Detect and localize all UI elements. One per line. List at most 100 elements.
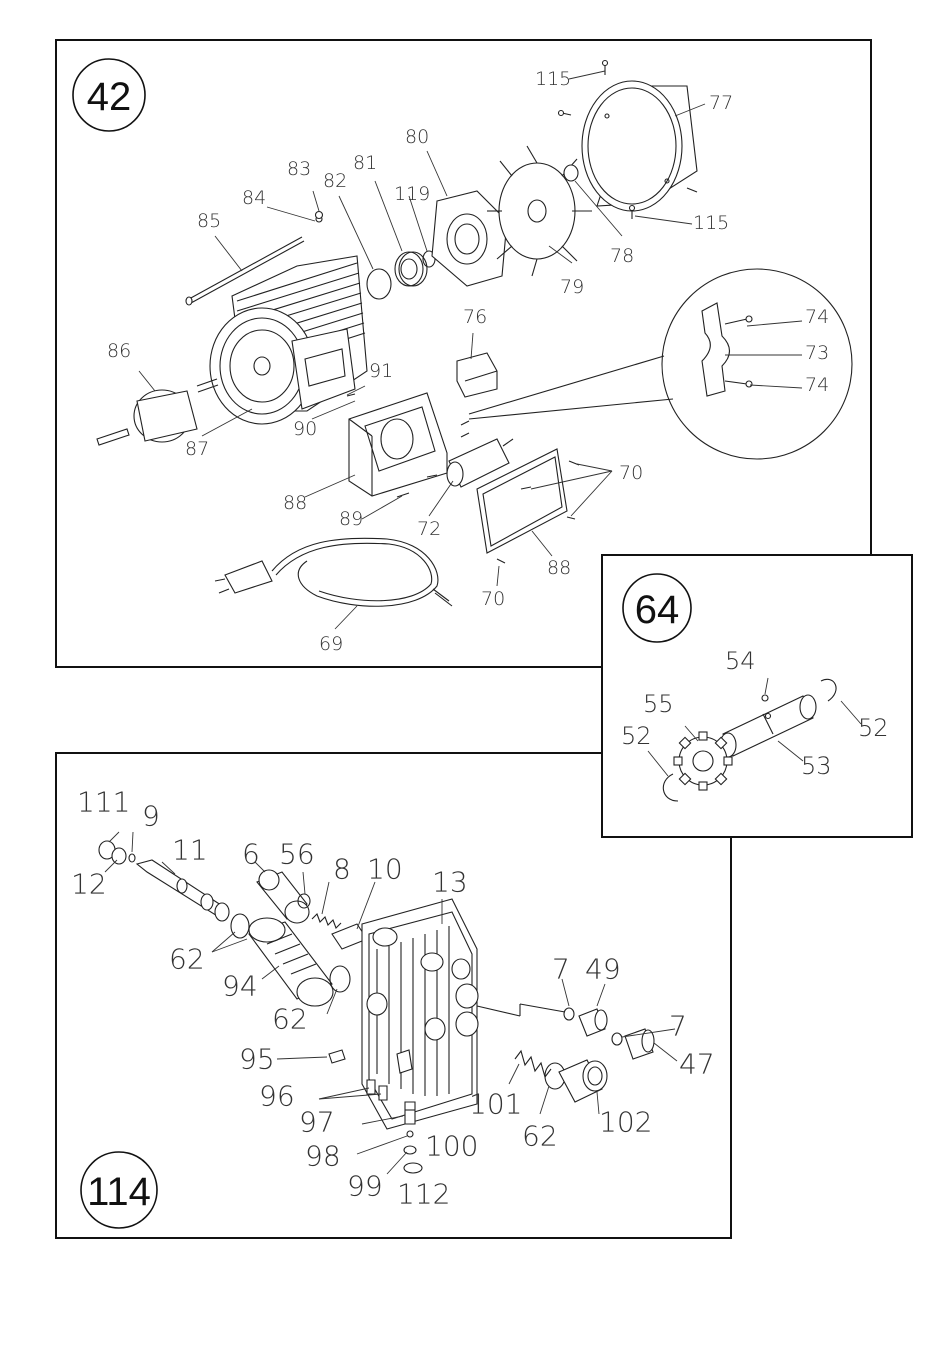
- label: 62: [169, 943, 205, 976]
- part-o-ring-62b: [330, 966, 350, 992]
- part-power-cord: [215, 538, 452, 606]
- label: 115: [693, 212, 729, 234]
- label: 62: [522, 1120, 558, 1153]
- label: 112: [397, 1178, 450, 1211]
- label: 88: [283, 492, 307, 514]
- label: 62: [272, 1003, 308, 1036]
- label: 56: [279, 838, 315, 871]
- label: 8: [333, 853, 351, 886]
- label: 100: [425, 1130, 478, 1163]
- part-screw-95: [329, 1050, 345, 1063]
- label: 88: [547, 557, 571, 579]
- label: 76: [463, 306, 487, 328]
- label: 101: [469, 1088, 522, 1121]
- label: 54: [725, 647, 756, 675]
- part-pin-54: [762, 695, 768, 701]
- part-ring-9: [129, 854, 135, 862]
- part-ring-112: [404, 1163, 422, 1173]
- part-ball-98: [407, 1131, 413, 1137]
- label: 79: [560, 276, 584, 298]
- part-fan-cover: [582, 81, 697, 211]
- label: 52: [621, 722, 652, 750]
- part-valve-49: [579, 1009, 607, 1036]
- part-plug-47: [625, 1029, 654, 1059]
- label: 98: [305, 1140, 341, 1173]
- label: 7: [669, 1010, 687, 1043]
- label: 85: [197, 210, 221, 232]
- label: 99: [347, 1170, 383, 1203]
- label: 82: [323, 170, 347, 192]
- badge-number: 114: [87, 1170, 151, 1214]
- part-cap-102: [559, 1060, 607, 1102]
- label: 83: [287, 158, 311, 180]
- part-ring-12: [112, 848, 126, 864]
- label: 74: [805, 374, 829, 396]
- part-spring-8: [312, 914, 341, 928]
- part-nut-83: [316, 212, 323, 219]
- detail-inset-clamp: [469, 269, 852, 459]
- label: 12: [71, 868, 107, 901]
- label: 81: [353, 152, 377, 174]
- part-gear-55: [674, 732, 732, 790]
- label: 53: [801, 752, 832, 780]
- label: 55: [643, 690, 674, 718]
- drive-shaft-diagram: 64 54 55: [603, 556, 911, 836]
- label: 72: [417, 518, 441, 540]
- label: 13: [432, 866, 468, 899]
- label: 47: [679, 1048, 715, 1081]
- part-motor-housing: [210, 256, 367, 424]
- label: 115: [535, 68, 571, 90]
- connector-line: [477, 1006, 520, 1016]
- part-circlip-52b: [821, 679, 836, 701]
- part-valve-97: [405, 1102, 415, 1124]
- label: 52: [858, 714, 889, 742]
- part-end-shield: [432, 191, 507, 286]
- label: 70: [619, 462, 643, 484]
- badge-number: 64: [635, 588, 680, 632]
- label: 80: [405, 126, 429, 148]
- part-bearing-81: [395, 252, 427, 286]
- part-circlip-82: [367, 269, 391, 299]
- label: 111: [77, 786, 130, 819]
- part-o-ring-62a: [231, 914, 249, 938]
- part-o-ring-7b: [612, 1033, 622, 1045]
- part-terminal-box: [349, 393, 447, 496]
- label: 69: [319, 633, 343, 655]
- label: 119: [394, 183, 430, 205]
- label: 97: [299, 1106, 335, 1139]
- part-o-ring-7a: [564, 1008, 574, 1020]
- label: 84: [242, 187, 266, 209]
- part-shaft-53: [720, 695, 816, 757]
- label: 49: [585, 953, 621, 986]
- part-valve-seat-6: [257, 870, 309, 923]
- label: 73: [805, 342, 829, 364]
- label: 9: [142, 800, 160, 833]
- part-sleeve-94: [249, 918, 333, 1006]
- label: 74: [805, 306, 829, 328]
- part-piston-11: [137, 860, 229, 921]
- label: 90: [293, 418, 317, 440]
- part-relay: [457, 353, 497, 397]
- label: 86: [107, 340, 131, 362]
- label: 95: [239, 1043, 275, 1076]
- label: 11: [172, 834, 208, 867]
- label: 91: [369, 360, 393, 382]
- label: 78: [610, 245, 634, 267]
- part-labels: 54 55 52 52 53: [621, 647, 889, 780]
- panel-64-drive-shaft: 64 54 55: [601, 554, 913, 838]
- label: 6: [242, 838, 260, 871]
- label: 94: [222, 970, 258, 1003]
- label: 96: [259, 1080, 295, 1113]
- label: 10: [367, 853, 403, 886]
- panel-badge: 64: [623, 574, 691, 642]
- label: 70: [481, 588, 505, 610]
- badge-number: 42: [87, 75, 132, 119]
- label: 87: [185, 438, 209, 460]
- panel-badge: 114: [81, 1152, 157, 1228]
- label: 7: [552, 953, 570, 986]
- part-washer-78: [564, 165, 578, 181]
- label: 89: [339, 508, 363, 530]
- label: 77: [709, 92, 733, 114]
- label: 102: [599, 1106, 652, 1139]
- panel-badge: 42: [73, 59, 145, 131]
